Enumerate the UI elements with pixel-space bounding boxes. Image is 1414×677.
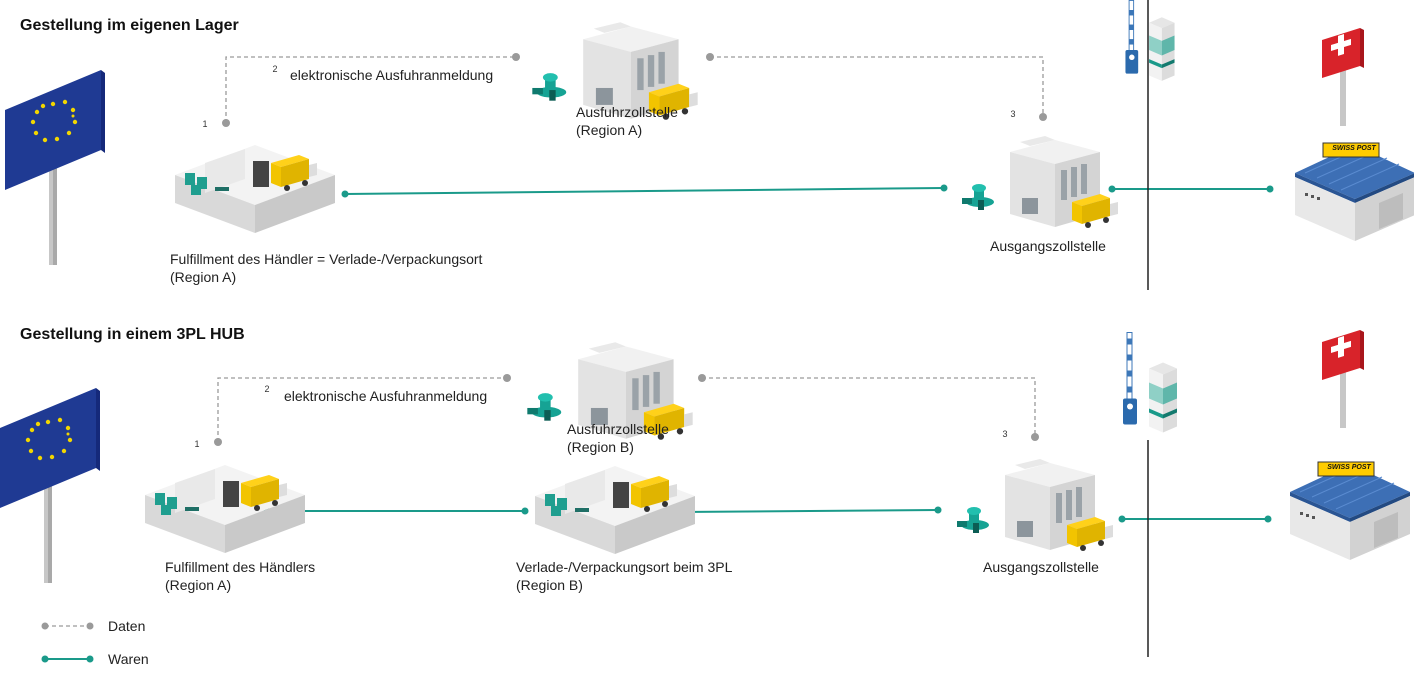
goods-flow-lines-section-1	[344, 187, 1270, 195]
exit-customs-office-icon	[960, 132, 1120, 232]
data-node	[1039, 113, 1047, 121]
data-node	[698, 374, 706, 382]
section-heading: Gestellung in einem 3PL HUB	[20, 326, 245, 343]
export-office-name: Ausfuhrzollstelle	[576, 104, 678, 120]
data-flow-label: elektronische Ausfuhranmeldung	[284, 388, 488, 404]
origin-region: (Region A)	[165, 577, 232, 593]
fulfillment-warehouse-icon	[145, 455, 305, 555]
goods-flow-lines-section-2	[267, 509, 1268, 520]
legend-goods-line	[41, 655, 94, 663]
export-office-region: (Region A)	[576, 122, 643, 138]
step-number-3: 3	[998, 427, 1012, 441]
border-post-icon	[1115, 0, 1185, 100]
swiss-post-logo: SWISS POST	[1332, 145, 1376, 152]
origin-name: Fulfillment des Händler = Verlade-/Verpa…	[170, 251, 483, 267]
data-node	[1031, 433, 1039, 441]
swiss-flag-icon	[1318, 330, 1368, 430]
swiss-flag-icon	[1318, 28, 1368, 128]
exit-customs-office-icon	[955, 455, 1115, 555]
goods-node	[341, 190, 349, 198]
data-node	[214, 438, 222, 446]
goods-node	[940, 184, 948, 192]
step-number-2: 2	[268, 62, 282, 76]
step-number-2: 2	[260, 382, 274, 396]
step-number-3: 3	[1006, 107, 1020, 121]
exit-office-name: Ausgangszollstelle	[983, 559, 1099, 575]
legend-goods-label: Waren	[108, 651, 149, 667]
hub-name: Verlade-/Verpackungsort beim 3PL	[516, 559, 733, 575]
data-node	[512, 53, 520, 61]
goods-node	[521, 507, 529, 515]
legend-data-line	[41, 622, 94, 630]
data-node	[503, 374, 511, 382]
step-number-1: 1	[198, 117, 212, 131]
export-office-name: Ausfuhrzollstelle	[567, 421, 669, 437]
goods-node	[1118, 515, 1126, 523]
data-flow-label: elektronische Ausfuhranmeldung	[290, 67, 494, 83]
origin-region: (Region A)	[170, 269, 237, 285]
data-flow-lines-section-2	[217, 377, 1036, 442]
hub-region: (Region B)	[516, 577, 583, 593]
data-node	[706, 53, 714, 61]
data-node	[222, 119, 230, 127]
section-heading: Gestellung im eigenen Lager	[20, 17, 239, 34]
exit-office-name: Ausgangszollstelle	[990, 238, 1106, 254]
fulfillment-warehouse-icon	[175, 135, 335, 235]
eu-flag-icon	[0, 388, 100, 588]
swiss-post-logo: SWISS POST	[1327, 464, 1371, 471]
hub-warehouse-icon	[535, 456, 695, 556]
goods-node	[1108, 185, 1116, 193]
border-post-icon	[1115, 330, 1185, 445]
goods-node	[1266, 185, 1274, 193]
data-flow-lines-section-1	[225, 56, 1044, 123]
step-number-1: 1	[190, 437, 204, 451]
legend-data-label: Daten	[108, 618, 146, 634]
eu-flag-icon	[5, 70, 105, 270]
origin-name: Fulfillment des Händlers	[165, 559, 316, 575]
export-office-region: (Region B)	[567, 439, 634, 455]
goods-node	[1264, 515, 1272, 523]
goods-node	[934, 506, 942, 514]
